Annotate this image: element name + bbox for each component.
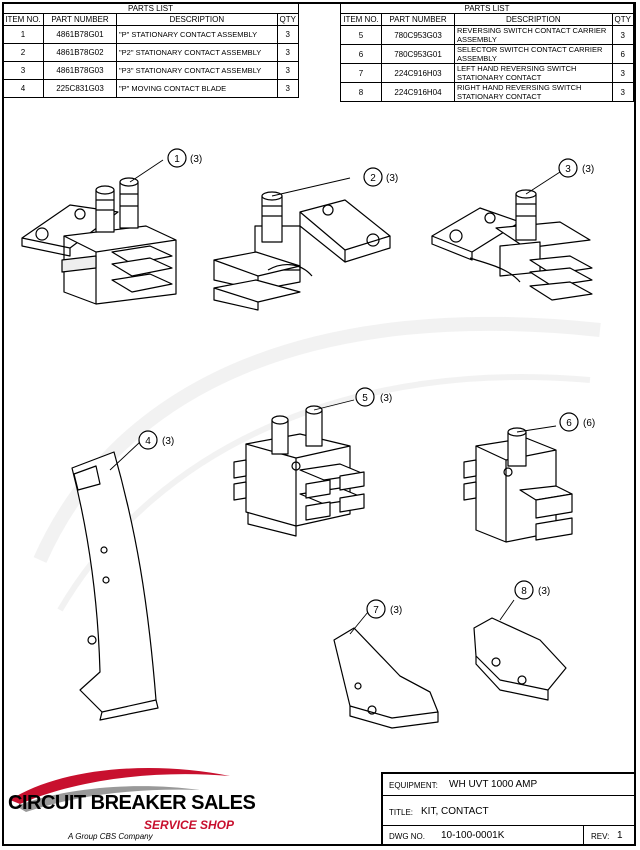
rev-divider [583, 826, 584, 846]
part-1-stationary-contact-p [21, 159, 177, 305]
parts-list-right: PARTS LIST ITEM NO. PART NUMBER DESCRIPT… [340, 2, 635, 102]
item-no: 4 [2, 79, 44, 98]
part-3-stationary-contact-p3 [431, 171, 593, 301]
callout-2 [363, 167, 383, 187]
part-8-rh-stationary-contact [473, 599, 567, 701]
callout-8 [514, 580, 534, 600]
part-5-reversing-switch-carrier [233, 399, 365, 537]
equipment-row: EQUIPMENT: WH UVT 1000 AMP [383, 774, 636, 796]
table-row: 1 4861B78G01 "P" STATIONARY CONTACT ASSE… [2, 25, 300, 44]
callout-7-qty: (3) [390, 605, 402, 616]
table-row: 4 225C831G03 "P" MOVING CONTACT BLADE 3 [2, 79, 300, 98]
title-row: TITLE: KIT, CONTACT [383, 796, 636, 826]
dwg-label: DWG NO. [389, 832, 425, 841]
title-label: TITLE: [389, 808, 414, 817]
callout-1-number: 1 [174, 154, 180, 165]
callout-2-qty: (3) [386, 173, 398, 184]
part-2-stationary-contact-p2 [213, 177, 391, 311]
callout-8-number: 8 [521, 586, 527, 597]
callout-6-qty: (6) [583, 418, 595, 429]
description: RIGHT HAND REVERSING SWITCH STATIONARY C… [454, 82, 613, 102]
part-7-lh-stationary-contact [333, 611, 439, 729]
dwg-value: 10-100-0001K [441, 830, 505, 841]
rev-label: REV: [591, 832, 610, 841]
callout-1-qty: (3) [190, 154, 202, 165]
callout-7 [366, 599, 386, 619]
callout-4-qty: (3) [162, 436, 174, 447]
rev-value: 1 [617, 830, 623, 841]
parts-list-left: PARTS LIST ITEM NO. PART NUMBER DESCRIPT… [2, 2, 300, 98]
equipment-value: WH UVT 1000 AMP [449, 779, 538, 790]
title-value: KIT, CONTACT [421, 806, 489, 817]
callout-2-number: 2 [370, 173, 376, 184]
logo-main-text: CIRCUIT BREAKER SALES [8, 792, 256, 814]
callout-5 [355, 387, 375, 407]
logo-service-shop: SERVICE SHOP [144, 818, 235, 832]
part-number: 224C916H04 [381, 82, 455, 102]
callout-1 [167, 148, 187, 168]
logo-tagline: A Group CBS Company [68, 832, 153, 841]
callout-7-number: 7 [373, 605, 379, 616]
part-4-moving-contact-blade [71, 441, 159, 721]
callout-8-qty: (3) [538, 586, 550, 597]
qty: 3 [611, 82, 635, 102]
dwg-row: DWG NO. 10-100-0001K REV: 1 [383, 826, 636, 846]
qty: 3 [276, 79, 300, 98]
callout-4 [138, 430, 158, 450]
callout-3-qty: (3) [582, 164, 594, 175]
part-6-selector-switch-carrier [463, 425, 573, 543]
table-row: 3 4861B78G03 "P3" STATIONARY CONTACT ASS… [2, 61, 300, 80]
callout-5-number: 5 [362, 393, 368, 404]
callout-4-number: 4 [145, 436, 151, 447]
company-logo: CIRCUIT BREAKER SALES SERVICE SHOP A Gro… [8, 776, 258, 844]
title-block: EQUIPMENT: WH UVT 1000 AMP TITLE: KIT, C… [381, 772, 636, 846]
equipment-label: EQUIPMENT: [389, 781, 438, 790]
table-row: 6 780C953G01 SELECTOR SWITCH CONTACT CAR… [340, 44, 635, 64]
callout-6-number: 6 [566, 418, 572, 429]
callout-6 [559, 412, 579, 432]
callout-3-number: 3 [565, 164, 571, 175]
callout-3 [558, 158, 578, 178]
part-number: 225C831G03 [43, 79, 117, 98]
table-row: 8 224C916H04 RIGHT HAND REVERSING SWITCH… [340, 82, 635, 102]
callout-5-qty: (3) [380, 393, 392, 404]
logo-swoosh [10, 768, 230, 812]
